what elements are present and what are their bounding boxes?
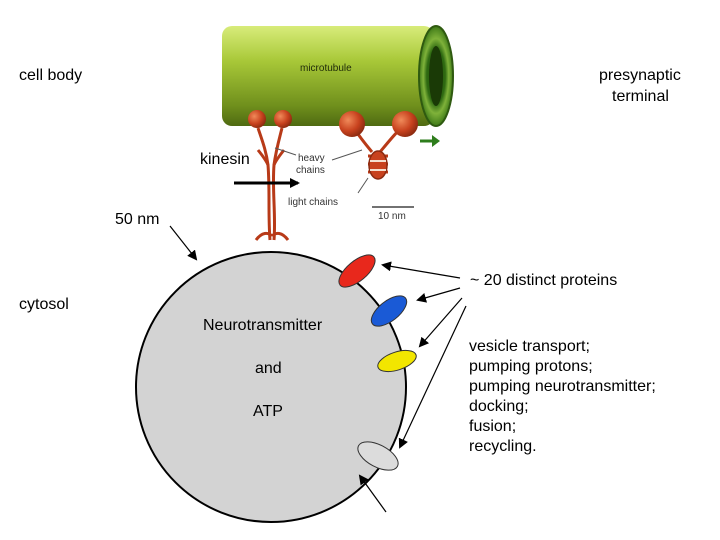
terminal-label: terminal	[612, 88, 669, 105]
synaptic-vesicle	[135, 251, 407, 523]
protein-yellow	[377, 349, 417, 373]
protein-red	[338, 254, 376, 288]
protein-functions-list: vesicle transport; pumping protons; pump…	[469, 337, 656, 457]
protein-gray	[357, 441, 399, 471]
function-item: recycling.	[469, 438, 537, 455]
chains-label: chains	[296, 165, 325, 176]
vesicle-size-pointer	[169, 225, 198, 261]
microtubule: microtubule	[222, 25, 454, 127]
function-item: pumping protons;	[469, 358, 593, 375]
function-item: pumping neurotransmitter;	[469, 378, 656, 395]
cell-body-label: cell body	[19, 67, 83, 84]
proteins-label: ~ 20 distinct proteins	[470, 272, 618, 289]
function-item: docking;	[469, 398, 529, 415]
vesicle-size-label: 50 nm	[115, 211, 160, 228]
chain-annotations: heavy chains light chains 10 nm	[274, 147, 414, 222]
and-label: and	[255, 360, 282, 377]
scale-bar-label: 10 nm	[378, 211, 406, 222]
presynaptic-label: presynaptic	[599, 67, 681, 84]
direction-arrow-icon	[420, 135, 440, 147]
microtubule-label: microtubule	[300, 63, 352, 74]
function-item: vesicle transport;	[469, 338, 590, 355]
atp-label: ATP	[253, 403, 283, 420]
kinesin-label: kinesin	[200, 151, 250, 168]
cytosol-label: cytosol	[19, 296, 69, 313]
function-item: fusion;	[469, 418, 517, 435]
protein-pointers	[358, 261, 467, 513]
protein-blue	[370, 295, 408, 327]
light-chains-label: light chains	[288, 197, 338, 208]
kinesin-head-group	[248, 110, 418, 180]
neurotransmitter-label: Neurotransmitter	[203, 317, 323, 334]
heavy-label: heavy	[298, 153, 325, 164]
